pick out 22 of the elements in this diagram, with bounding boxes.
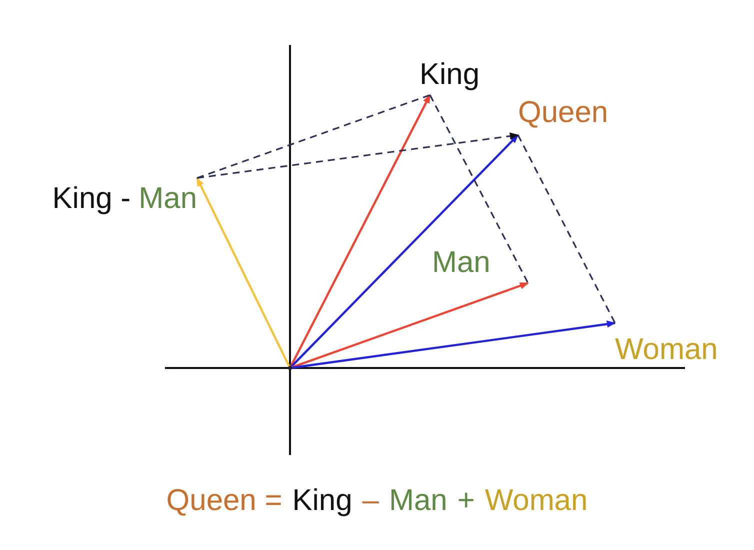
vector-label: King - bbox=[52, 184, 131, 214]
origin-point bbox=[288, 366, 292, 370]
equation-term: + bbox=[457, 484, 475, 517]
vector-label: Queen bbox=[518, 98, 608, 128]
dashed-line bbox=[196, 94, 430, 179]
vector-label: King bbox=[419, 60, 480, 90]
vector-label: Man bbox=[432, 248, 490, 278]
vector-label: Woman bbox=[615, 335, 718, 365]
equation-term: – bbox=[362, 484, 379, 517]
vector-arrow bbox=[196, 177, 290, 367]
dashed-line bbox=[429, 94, 529, 284]
equation-term: Queen = bbox=[166, 484, 282, 517]
vector-arrow bbox=[290, 134, 519, 368]
vector-arrow bbox=[290, 94, 431, 367]
vector-arrow bbox=[292, 320, 616, 369]
equation-term: Man bbox=[388, 484, 448, 517]
vector-label: Man bbox=[138, 184, 197, 214]
vector-arrow bbox=[292, 282, 529, 368]
equation-term: Woman bbox=[484, 484, 588, 517]
dashed-line bbox=[517, 134, 616, 324]
dashed-line bbox=[196, 132, 519, 179]
equation-term: King bbox=[292, 484, 352, 517]
